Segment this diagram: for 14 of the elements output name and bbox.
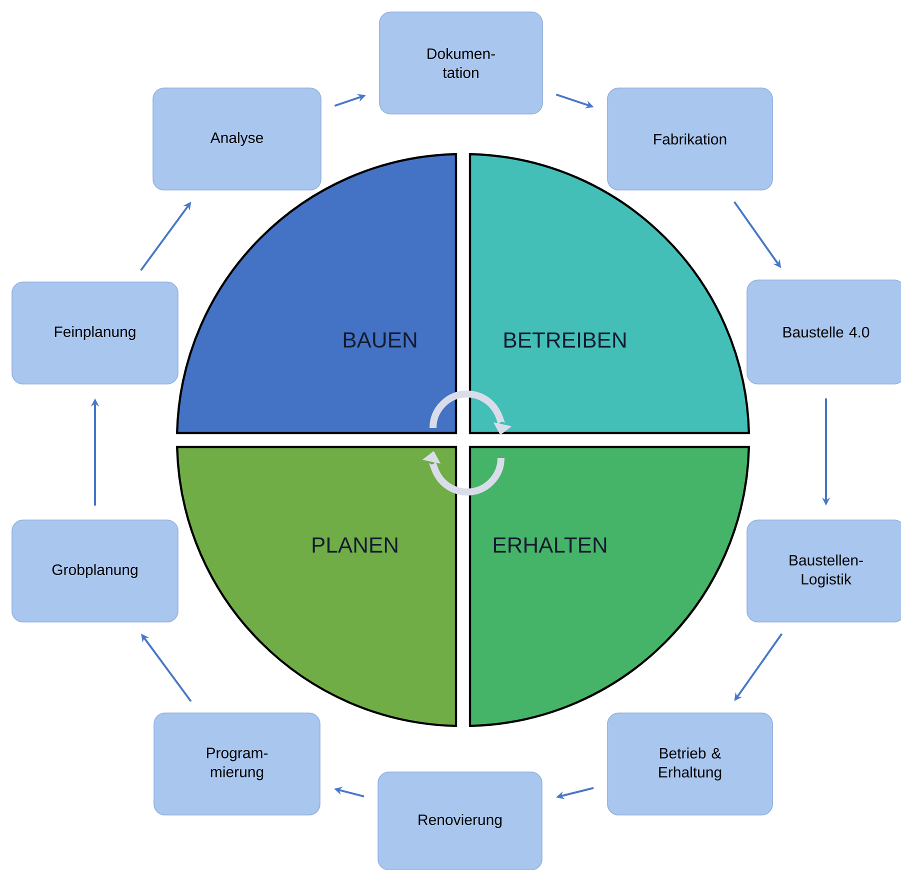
process-box: Fabrikation xyxy=(607,88,773,190)
quadrant: BAUEN xyxy=(176,153,458,434)
process-box: Feinplanung xyxy=(12,282,178,384)
quadrant: PLANEN xyxy=(176,446,458,728)
quadrant: ERHALTEN xyxy=(468,446,750,728)
process-box: Baustelle 4.0 xyxy=(746,280,901,384)
process-box: Betrieb & Erhaltung xyxy=(607,712,773,816)
process-box: Program- mierung xyxy=(154,712,320,816)
process-box: Baustellen- Logistik xyxy=(746,520,901,622)
process-box: Renovierung xyxy=(378,772,542,870)
process-box: Grobplanung xyxy=(12,520,178,622)
process-box: Analyse xyxy=(152,88,322,190)
quadrant: BETREIBEN xyxy=(468,153,750,434)
process-box: Dokumen- tation xyxy=(379,12,543,114)
